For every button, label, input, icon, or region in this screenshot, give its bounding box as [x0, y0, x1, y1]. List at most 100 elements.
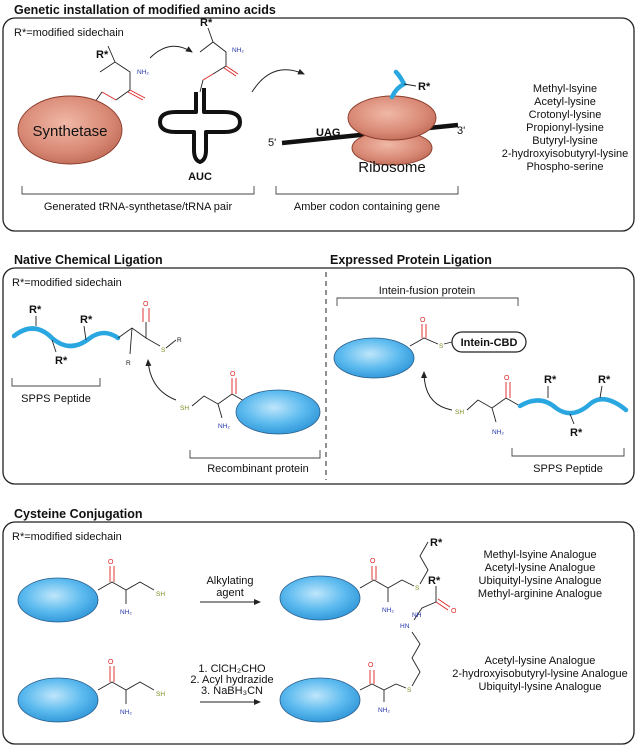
amino-acid-item: Methyl-lsyine [533, 83, 597, 95]
amino-acid-item: Butyryl-lysine [532, 135, 597, 147]
epl-thioester: O S [409, 317, 453, 350]
synthetase-blob [17, 95, 123, 165]
intein-fusion-bracket [336, 297, 519, 306]
product-residue-1: O NH₂ S R* [359, 537, 443, 614]
aminoacyl-synthetase-molecule: R* NH₂ [87, 45, 149, 113]
epl-cys-peptide: SH O NH₂ R* R* R* [455, 374, 629, 439]
sh-label: SH [156, 691, 165, 698]
o-label: O [108, 659, 114, 666]
nh2-label: NH₂ [382, 607, 394, 614]
cys-residue-1: O NH₂ SH [97, 559, 165, 616]
hn-label: HN [400, 623, 410, 630]
product-protein-1 [279, 575, 361, 621]
nh2-label-trna: NH₂ [232, 47, 244, 54]
aminoacyl-trna-molecule: R* NH₂ [199, 17, 244, 93]
r-star-label: R* [570, 427, 583, 439]
intein-cbd-label: Intein-CBD [461, 337, 518, 349]
recombinant-label: Recombinant protein [207, 463, 309, 475]
sh-label: SH [156, 591, 165, 598]
product-item: Acetyl-lysine Analogue [485, 655, 596, 667]
reagent1-line1: Alkylating [206, 575, 253, 587]
product-item: Methyl-lsyine Analogue [483, 549, 596, 561]
r-star-label: R* [598, 374, 611, 386]
ncl-arrow [145, 359, 177, 401]
r-star-label: R* [55, 355, 68, 367]
ribosome-large-subunit [347, 95, 437, 141]
o-label: O [451, 608, 457, 615]
intein-fusion-label: Intein-fusion protein [379, 285, 476, 297]
o-label: O [230, 371, 236, 378]
three-prime-label: 3' [457, 125, 465, 137]
anticodon-label: AUC [188, 171, 212, 183]
bracket-right-label: Amber codon containing gene [294, 201, 440, 213]
sh-label: SH [455, 409, 464, 416]
trna-shape [158, 88, 242, 164]
nh2-label: NH₂ [492, 429, 504, 436]
amino-acid-item: Crotonyl-lysine [529, 109, 602, 121]
amino-acid-list: Methyl-lsyine Acetyl-lysine Crotonyl-lys… [502, 83, 629, 173]
recombinant-protein-blob [235, 389, 321, 435]
s-label: S [415, 585, 420, 592]
cys-title: Cysteine Conjugation [14, 507, 142, 521]
ribosome-label: Ribosome [358, 159, 426, 176]
r-label: R [126, 360, 131, 367]
bracket-left [21, 186, 255, 195]
synthetase-label: Synthetase [32, 123, 107, 140]
reagent2-line3: 3. NaBH₃CN [201, 685, 263, 697]
epl-protein-blob [333, 337, 415, 379]
recombinant-bracket [189, 450, 321, 459]
product-residue-2: O NH₂ S HN NH O R* [359, 575, 457, 714]
s-label: S [407, 687, 412, 694]
r-star-label: R* [29, 304, 42, 316]
reagent2-line2: 2. Acyl hydrazide [190, 674, 273, 686]
product-protein-2 [279, 677, 361, 723]
o-label: O [143, 301, 149, 308]
r-star-nascent: R* [418, 81, 431, 93]
cys-protein-1 [17, 577, 99, 623]
bracket-left-label: Generated tRNA-synthetase/tRNA pair [44, 201, 233, 213]
o-label: O [108, 559, 114, 566]
five-prime-label: 5' [268, 137, 276, 149]
nh2-label: NH₂ [218, 423, 230, 430]
reagent1-line2: agent [216, 587, 244, 599]
nh-label: NH [412, 612, 422, 619]
nh2-label: NH₂ [120, 709, 132, 716]
r-star-label: R* [430, 537, 443, 549]
ncl-cysteine: SH O NH₂ [180, 371, 247, 430]
amino-acid-item: Phospho-serine [526, 161, 603, 173]
s-label: S [161, 347, 166, 354]
r-star-label-trna: R* [200, 17, 213, 29]
amino-acid-item: Acetyl-lysine [534, 96, 596, 108]
amino-acid-item: 2-hydroxyisobutyryl-lysine [502, 148, 629, 160]
ncl-peptide: R* R* R* R O S R [11, 301, 182, 367]
product-item: Ubiquityl-lysine Analogue [479, 575, 602, 587]
intein-cbd-tag [451, 331, 527, 353]
product-list-2: Acetyl-lysine Analogue 2-hydroxyisobutyr… [452, 655, 627, 693]
s-label: S [439, 343, 444, 350]
o-label: O [368, 662, 374, 669]
bracket-right [275, 186, 459, 195]
epl-arrow [421, 371, 453, 411]
codon-label: UAG [316, 127, 340, 139]
product-item: Methyl-arginine Analogue [478, 588, 602, 600]
cys-r-note: R*=modified sidechain [12, 531, 122, 543]
cys-protein-2 [17, 677, 99, 723]
r-star-label: R* [428, 575, 441, 587]
ncl-spps-label: SPPS Peptide [21, 393, 91, 405]
nascent-chain [389, 69, 408, 100]
nh2-label: NH₂ [120, 609, 132, 616]
cys-residue-2: O NH₂ SH [97, 659, 165, 716]
epl-spps-label: SPPS Peptide [533, 463, 603, 475]
genetic-r-note: R*=modified sidechain [14, 27, 124, 39]
ligation-panel [2, 267, 635, 485]
product-item: 2-hydroxyisobutyryl-lysine Analogue [452, 668, 627, 680]
sh-label: SH [180, 405, 189, 412]
nh2-label: NH₂ [378, 707, 390, 714]
r-star-label: R* [96, 49, 109, 61]
r-label: R [177, 337, 182, 344]
ncl-title: Native Chemical Ligation [14, 253, 163, 267]
ncl-r-note: R*=modified sidechain [12, 277, 122, 289]
genetic-panel [2, 17, 635, 232]
epl-title: Expressed Protein Ligation [330, 253, 492, 267]
